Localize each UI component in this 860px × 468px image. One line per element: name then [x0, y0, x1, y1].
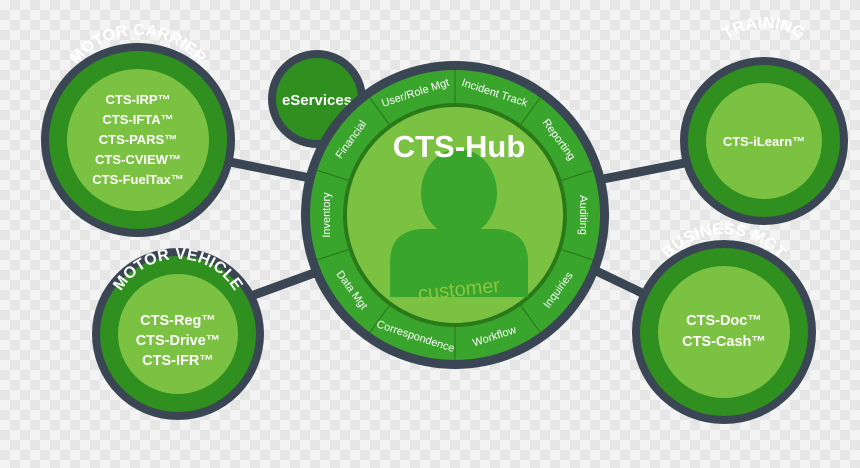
training-title: TRAINING	[720, 15, 808, 43]
training-node[interactable]: TRAINING CTS-iLearn™	[680, 15, 848, 225]
motor-carrier-item: CTS-IFTA™	[102, 112, 173, 127]
ring-segment-label[interactable]: Auditing	[577, 195, 589, 235]
business-mgt-item: CTS-Doc™	[686, 313, 762, 329]
motor-carrier-item: CTS-IRP™	[106, 92, 171, 107]
ring-divider	[561, 249, 594, 261]
motor-carrier-item: CTS-PARS™	[99, 132, 177, 147]
ring-divider	[561, 169, 594, 181]
hub-title: CTS-Hub	[393, 129, 526, 164]
ring-dividers	[316, 70, 594, 360]
motor-carrier-item: CTS-CVIEW™	[95, 152, 181, 167]
connector-training	[593, 155, 705, 185]
ring-divider	[369, 97, 390, 125]
ring-divider	[369, 305, 390, 333]
motor-carrier-node[interactable]: MOTOR CARRIER CTS-IRP™ CTS-IFTA™ CTS-PAR…	[41, 22, 235, 237]
motor-vehicle-item: CTS-Reg™	[140, 313, 216, 329]
motor-vehicle-item: CTS-Drive™	[136, 333, 221, 349]
ring-divider	[316, 249, 349, 261]
motor-vehicle-item: CTS-IFR™	[142, 353, 214, 369]
eservices-label: eServices	[282, 92, 352, 109]
training-item: CTS-iLearn™	[723, 134, 805, 149]
customer-icon	[390, 149, 528, 297]
business-mgt-item: CTS-Cash™	[682, 334, 766, 350]
ring-divider	[316, 169, 349, 181]
motor-vehicle-node[interactable]: MOTOR VEHICLE CTS-Reg™ CTS-Drive™ CTS-IF…	[92, 246, 264, 420]
ring-segment-label[interactable]: Inventory	[321, 192, 333, 238]
ring-divider	[520, 97, 541, 125]
business-mgt-node[interactable]: BUSINESS MGT CTS-Doc™ CTS-Cash™	[632, 221, 816, 424]
ring-divider	[520, 305, 541, 333]
motor-carrier-item: CTS-FuelTax™	[92, 172, 184, 187]
